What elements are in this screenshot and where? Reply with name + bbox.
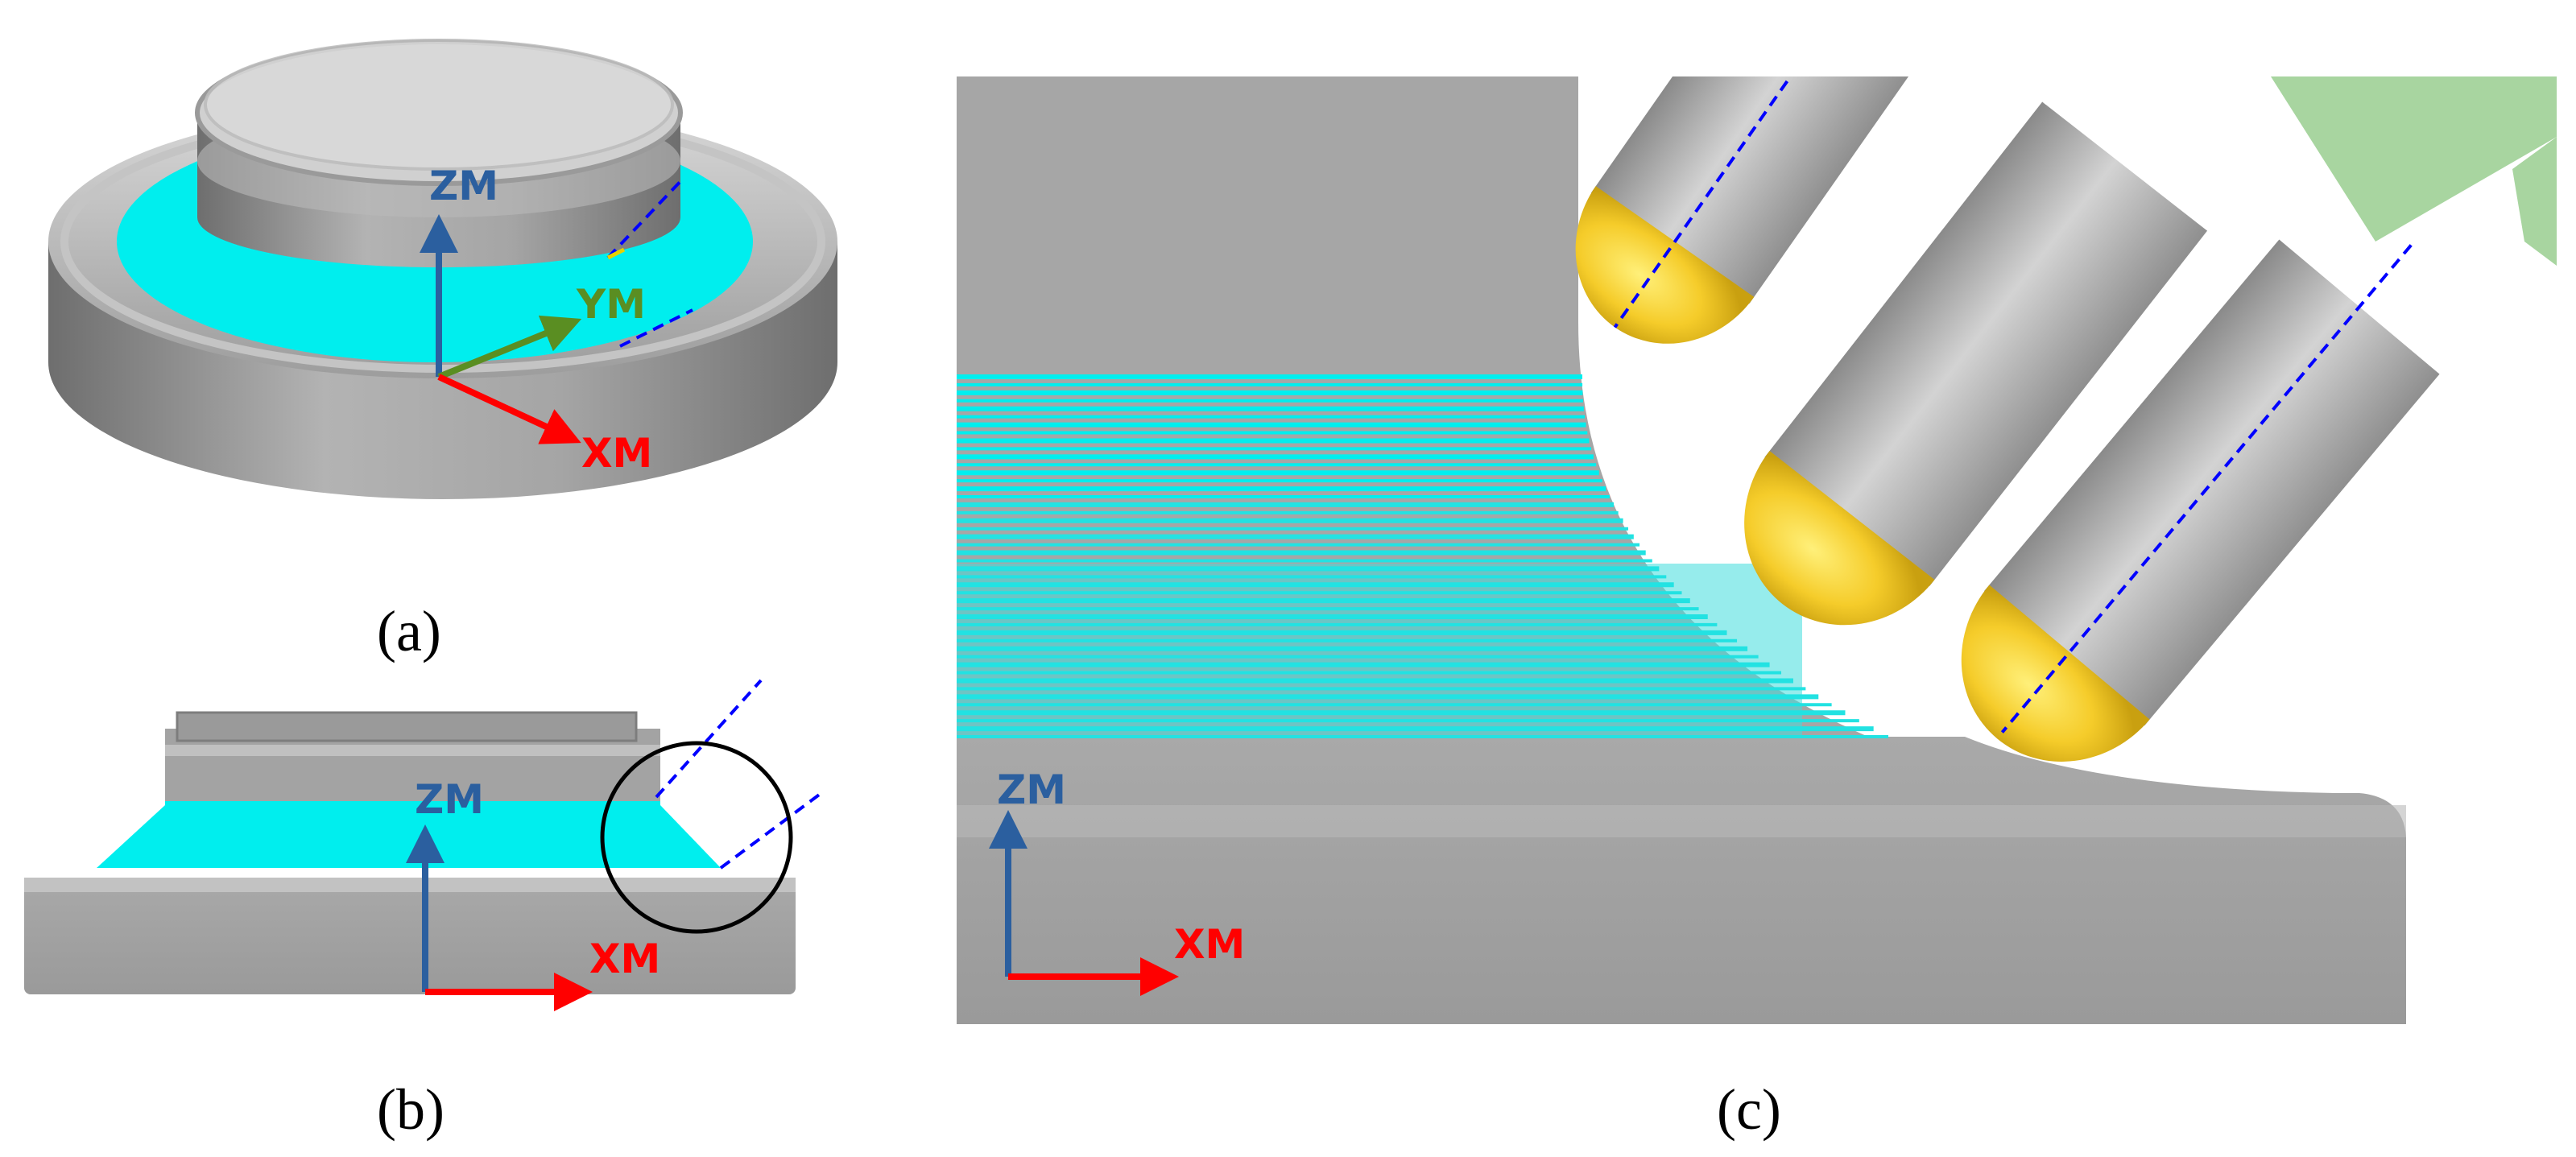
base-block-b-edge [24,878,796,892]
panel-c-axes: ZM XM (c) [989,767,1781,1142]
caption-a: (a) [377,599,441,663]
axis-x-label-a: XM [581,430,652,477]
floor-c-highlight [957,805,2406,837]
axis-z-label-a: ZM [429,163,498,209]
holder-green-upper [2271,76,2557,242]
holder-green-right [2512,137,2557,266]
tool-lower [1961,239,2440,762]
axis-y-label-a: YM [576,281,646,328]
tool-upper [1575,76,1962,344]
axis-x-arrow-a [437,374,581,444]
highlight-circle [600,741,793,934]
base-block-b [24,878,796,994]
caption-c: (c) [1717,1077,1781,1142]
caption-b: (b) [377,1077,444,1142]
tool-axis-line-b1 [655,679,763,799]
panel-a: ZM YM XM (a) [48,39,837,663]
panel-b: ZM XM (b) [24,679,823,1142]
boss-top-inner [204,39,674,171]
axis-x-label-c: XM [1174,921,1245,968]
tool-middle [1744,101,2208,626]
toolpath-lines-c [957,374,1888,738]
toolpath-profile-b [97,797,721,868]
boss-b-band [165,745,660,756]
boss-b-top [176,711,638,742]
toolpath-edge-mark [606,247,626,260]
axis-z-label-c: ZM [997,767,1066,813]
panel-c [957,76,2557,1024]
tool-axis-line-b2 [719,791,823,870]
axis-x-label-b: XM [589,936,660,982]
tool-axis-line-2 [619,308,693,348]
axis-z-label-b: ZM [415,776,484,823]
axis-y-arrow-a [437,315,582,380]
